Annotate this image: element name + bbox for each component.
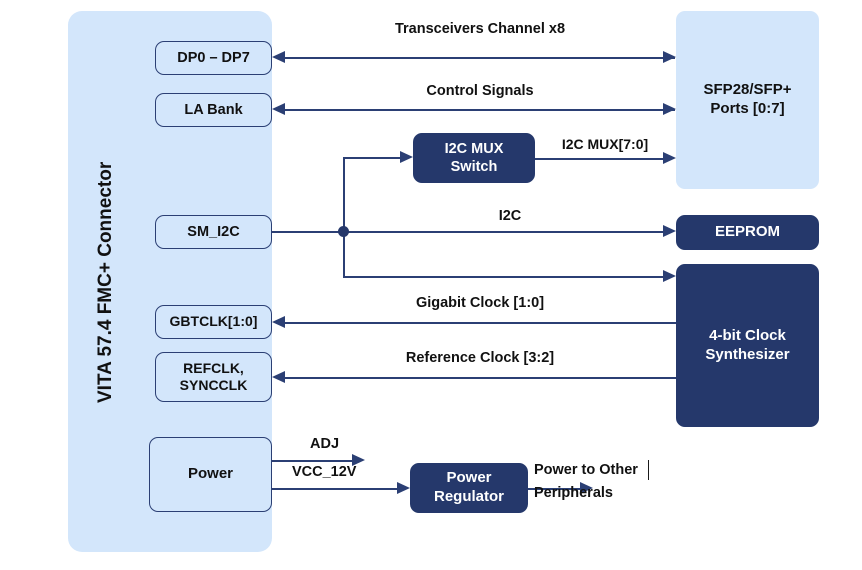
block-clock-synth-label-line2: Synthesizer	[705, 345, 790, 363]
port-refclk-label-line1: REFCLK,	[183, 359, 244, 376]
port-la-bank-label: LA Bank	[184, 101, 243, 118]
port-gbtclk-label: GBTCLK[1:0]	[169, 313, 258, 330]
block-eeprom[interactable]: EEPROM	[676, 215, 819, 250]
caption-gigabit-clock: Gigabit Clock [1:0]	[415, 295, 545, 311]
wire-i2c-to-mux	[343, 157, 400, 159]
arrow-i2c-to-clock-synth	[663, 269, 676, 282]
wire-gigabit-clock	[285, 322, 676, 324]
caption-i2c: I2C	[498, 208, 522, 224]
block-i2c-mux-switch[interactable]: I2C MUX Switch	[413, 133, 535, 183]
wire-sm-i2c-trunk	[272, 231, 344, 233]
caption-transceivers: Transceivers Channel x8	[394, 21, 566, 37]
block-i2c-mux-label-line1: I2C MUX	[444, 140, 504, 157]
port-refclk-label-line2: SYNCCLK	[179, 377, 248, 393]
port-la-bank[interactable]: LA Bank	[155, 93, 272, 127]
block-eeprom-label: EEPROM	[714, 223, 780, 241]
port-power-label: Power	[187, 465, 233, 483]
caption-i2c-mux-bus: I2C MUX[7:0]	[561, 136, 649, 152]
port-dp0-dp7[interactable]: DP0 – DP7	[155, 41, 272, 75]
arrow-control-signals-right	[663, 102, 676, 115]
caption-power-out-line2: Peripherals	[534, 485, 613, 501]
wire-i2c-to-eeprom	[343, 231, 663, 233]
fmc-connector-label: VITA 57.4 FMC+ Connector	[95, 161, 116, 403]
block-sfp-ports-label-line2: Ports [0:7]	[710, 100, 785, 117]
caption-adj: ADJ	[310, 436, 340, 452]
wire-i2c-branch-down	[343, 231, 345, 276]
arrow-vcc-12v	[397, 481, 410, 494]
arrow-reference-clock	[272, 370, 285, 383]
wire-i2c-mux-bus	[535, 158, 663, 160]
text-cursor	[648, 460, 649, 480]
arrow-adj	[352, 453, 365, 466]
port-refclk-syncclk[interactable]: REFCLK, SYNCCLK	[155, 352, 272, 402]
block-power-regulator[interactable]: Power Regulator	[410, 463, 528, 513]
block-power-regulator-label-line2: Regulator	[433, 488, 504, 505]
arrow-transceivers-left	[272, 50, 285, 63]
wire-control-signals	[285, 109, 675, 111]
block-clock-synthesizer[interactable]: 4-bit Clock Synthesizer	[676, 264, 819, 427]
arrow-i2c-to-mux	[400, 150, 413, 163]
caption-power-out-line1: Power to Other	[534, 462, 638, 478]
wire-reference-clock	[285, 377, 676, 379]
block-sfp-ports-label-line1: SFP28/SFP+	[703, 81, 792, 99]
block-i2c-mux-label-line2: Switch	[450, 159, 498, 175]
block-power-regulator-label-line1: Power	[446, 469, 492, 487]
port-dp0-dp7-label: DP0 – DP7	[177, 49, 250, 66]
junction-sm-i2c	[338, 226, 349, 237]
arrow-power-out	[580, 481, 593, 494]
arrow-control-signals-left	[272, 102, 285, 115]
wire-vcc-12v	[272, 488, 397, 490]
block-sfp-ports[interactable]: SFP28/SFP+ Ports [0:7]	[676, 11, 819, 189]
wire-power-out	[528, 488, 580, 490]
port-gbtclk[interactable]: GBTCLK[1:0]	[155, 305, 272, 339]
block-clock-synth-label-line1: 4-bit Clock	[709, 326, 786, 344]
arrow-gigabit-clock	[272, 315, 285, 328]
caption-reference-clock: Reference Clock [3:2]	[405, 350, 555, 366]
caption-control-signals: Control Signals	[426, 83, 534, 99]
wire-transceivers	[285, 57, 675, 59]
port-sm-i2c[interactable]: SM_I2C	[155, 215, 272, 249]
arrow-i2c-mux-bus	[663, 151, 676, 164]
port-power[interactable]: Power	[149, 437, 272, 512]
wire-i2c-to-clock-synth	[343, 276, 663, 278]
wire-i2c-branch-up	[343, 157, 345, 231]
wire-adj	[272, 460, 352, 462]
arrow-i2c-to-eeprom	[663, 224, 676, 237]
arrow-transceivers-right	[663, 50, 676, 63]
port-sm-i2c-label: SM_I2C	[187, 223, 240, 240]
caption-vcc-12v: VCC_12V	[292, 464, 357, 480]
